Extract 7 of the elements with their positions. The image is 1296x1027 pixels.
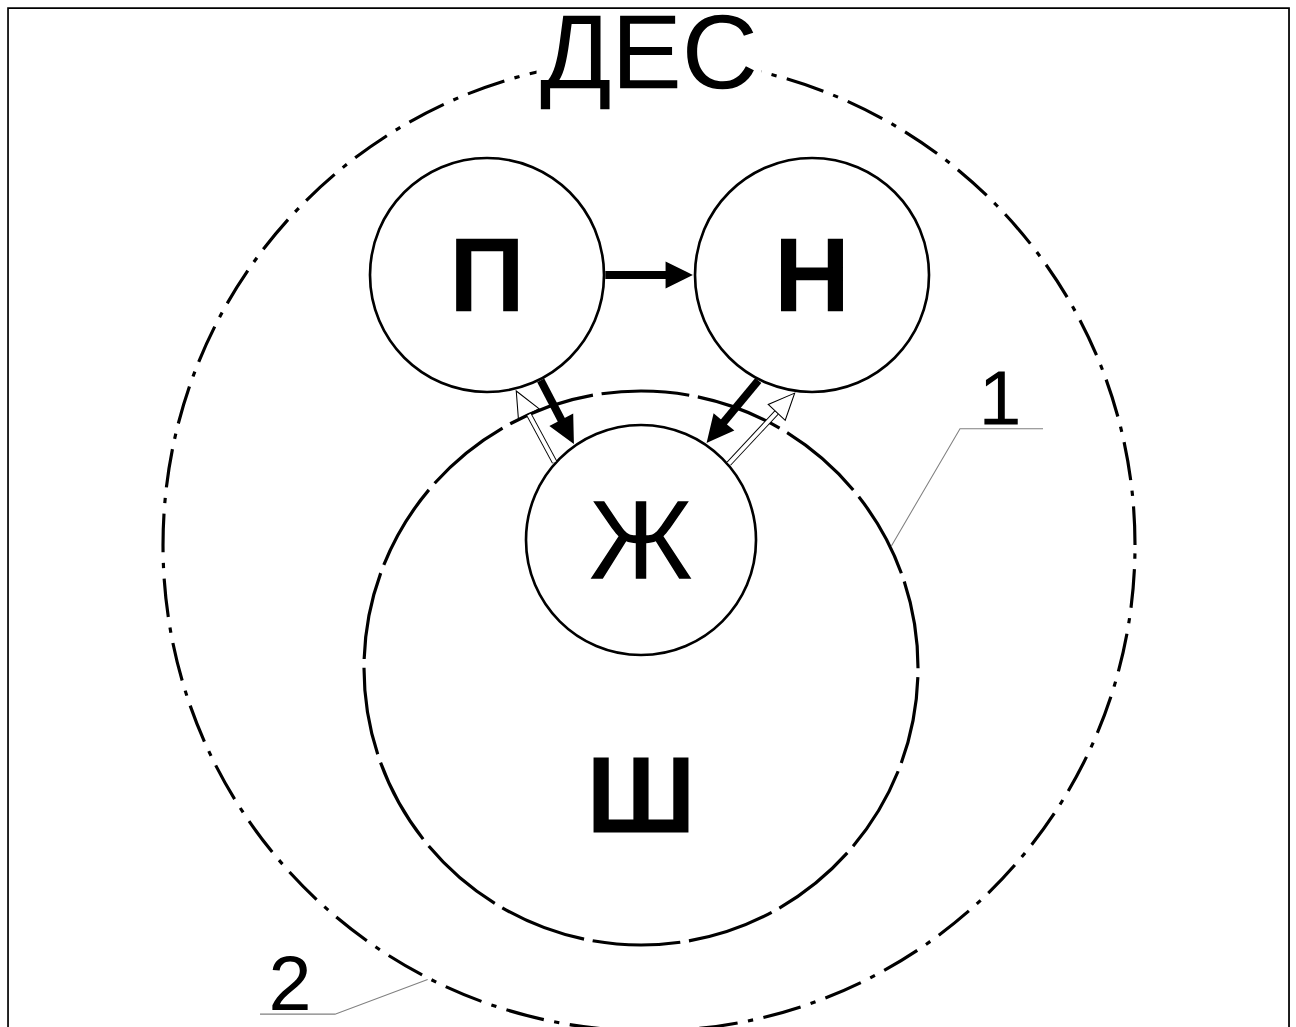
callout-number: 2 xyxy=(272,956,308,1010)
arrow xyxy=(726,392,796,466)
leader-line xyxy=(890,428,1044,547)
leader-line xyxy=(259,978,429,1015)
circle-heading: ДЕС xyxy=(536,11,762,113)
callout-number: 1 xyxy=(984,371,1018,425)
circle-letter: Ш xyxy=(593,757,689,833)
